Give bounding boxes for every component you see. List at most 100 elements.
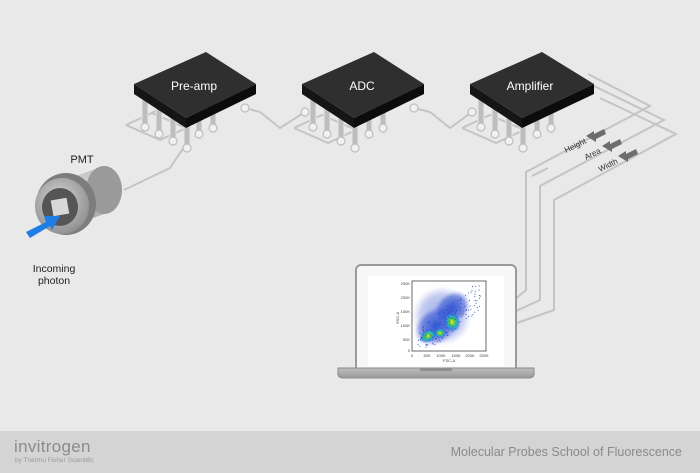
scatter-speck bbox=[474, 295, 476, 297]
scatter-speck bbox=[472, 313, 474, 315]
y-tick: 150K bbox=[401, 309, 411, 314]
arrow-left-icon bbox=[602, 139, 622, 152]
scatter-speck bbox=[456, 309, 458, 311]
scatter-speck bbox=[478, 305, 481, 307]
scatter-speck bbox=[469, 305, 471, 307]
scatter-speck bbox=[435, 325, 437, 327]
scatter-speck bbox=[439, 324, 441, 326]
plot-y-axis-label: SSC-A bbox=[395, 312, 400, 325]
scatter-speck bbox=[458, 321, 460, 323]
scatter-speck bbox=[455, 327, 457, 329]
x-tick: 200K bbox=[465, 353, 475, 358]
scatter-speck bbox=[426, 329, 428, 331]
scatter-speck bbox=[428, 321, 430, 323]
scatter-speck bbox=[441, 337, 443, 339]
scatter-speck bbox=[417, 344, 419, 346]
scatter-speck bbox=[447, 334, 449, 336]
scatter-speck bbox=[432, 339, 434, 341]
scatter-speck bbox=[468, 292, 470, 294]
scatter-speck bbox=[427, 344, 429, 346]
scatter-speck bbox=[436, 340, 439, 342]
scatter-speck bbox=[467, 315, 469, 318]
footer-bar: invitrogen by Thermo Fisher Scientific M… bbox=[0, 431, 700, 473]
scatter-speck bbox=[465, 317, 467, 320]
scatter-speck bbox=[474, 300, 476, 302]
scatter-speck bbox=[451, 317, 453, 319]
photon-arrow-icon bbox=[26, 216, 60, 238]
scatter-speck bbox=[449, 310, 451, 312]
scatter-speck bbox=[474, 311, 476, 313]
scatter-speck bbox=[444, 324, 446, 326]
scatter-speck bbox=[457, 300, 459, 302]
scatter-speck bbox=[445, 309, 447, 311]
scatter-speck bbox=[455, 311, 457, 313]
scatter-speck bbox=[462, 313, 464, 315]
footer-tagline: Molecular Probes School of Fluorescence bbox=[450, 445, 682, 459]
y-tick: 50K bbox=[403, 337, 410, 342]
chip-amplifier: Amplifier bbox=[467, 52, 594, 153]
scatter-speck bbox=[459, 309, 461, 312]
scatter-speck bbox=[438, 323, 440, 325]
scatter-speck bbox=[452, 301, 455, 303]
scatter-speck bbox=[461, 315, 463, 318]
arrow-left-icon bbox=[586, 129, 606, 142]
scatter-speck bbox=[453, 317, 455, 319]
scatter-speck bbox=[439, 321, 442, 323]
scatter-speck bbox=[419, 345, 421, 348]
scatter-speck bbox=[455, 312, 457, 315]
scatter-speck bbox=[479, 295, 481, 297]
scatter-speck bbox=[425, 334, 427, 336]
scatter-speck bbox=[446, 305, 448, 307]
scatter-speck bbox=[471, 289, 473, 292]
scatter-speck bbox=[460, 299, 462, 301]
scatter-speck bbox=[474, 293, 476, 295]
scatter-speck bbox=[425, 346, 427, 348]
scatter-speck bbox=[453, 314, 455, 317]
scatter-speck bbox=[465, 294, 467, 296]
scatter-speck bbox=[433, 323, 435, 325]
scatter-speck bbox=[449, 316, 451, 318]
scatter-speck bbox=[443, 311, 445, 313]
y-tick: 200K bbox=[401, 295, 411, 300]
scatter-speck bbox=[419, 339, 421, 341]
scatter-speck bbox=[430, 334, 432, 336]
scatter-speck bbox=[449, 324, 451, 326]
y-tick: 250K bbox=[401, 281, 411, 286]
scatter-speck bbox=[465, 309, 467, 311]
scatter-speck bbox=[463, 311, 465, 313]
scatter-speck bbox=[431, 330, 433, 332]
scatter-speck bbox=[422, 327, 424, 329]
scatter-speck bbox=[448, 311, 450, 313]
plot-density-cloud bbox=[412, 286, 472, 347]
scatter-speck bbox=[451, 326, 453, 328]
scatter-speck bbox=[438, 322, 440, 324]
x-tick: 150K bbox=[451, 353, 461, 358]
scatter-speck bbox=[454, 318, 457, 320]
scatter-speck bbox=[475, 285, 477, 287]
scatter-speck bbox=[478, 294, 480, 297]
brand-subtitle: by Thermo Fisher Scientific bbox=[15, 457, 94, 464]
scatter-speck bbox=[471, 315, 473, 317]
scatter-speck bbox=[448, 317, 450, 319]
signal-label-area: Area bbox=[583, 146, 603, 162]
scatter-speck bbox=[446, 331, 448, 334]
scatter-speck bbox=[471, 286, 474, 288]
scatter-speck bbox=[425, 336, 427, 338]
scatter-speck bbox=[439, 340, 441, 342]
scatter-speck bbox=[453, 306, 455, 308]
scatter-speck bbox=[435, 329, 437, 331]
brand-logo: invitrogen bbox=[14, 437, 91, 456]
scatter-speck bbox=[432, 332, 435, 334]
scatter-speck bbox=[470, 291, 472, 293]
scatter-speck bbox=[459, 321, 461, 323]
scatter-speck bbox=[464, 306, 466, 308]
plot-y-ticks: 250K 200K 150K 100K 50K 0 bbox=[401, 281, 411, 353]
scatter-speck bbox=[468, 300, 470, 302]
scatter-speck bbox=[475, 302, 477, 304]
scatter-speck bbox=[474, 290, 476, 292]
scatter-speck bbox=[459, 299, 461, 301]
scatter-speck bbox=[448, 320, 450, 322]
scatter-speck bbox=[465, 313, 467, 315]
scatter-speck bbox=[429, 328, 431, 330]
scatter-speck bbox=[422, 325, 424, 327]
